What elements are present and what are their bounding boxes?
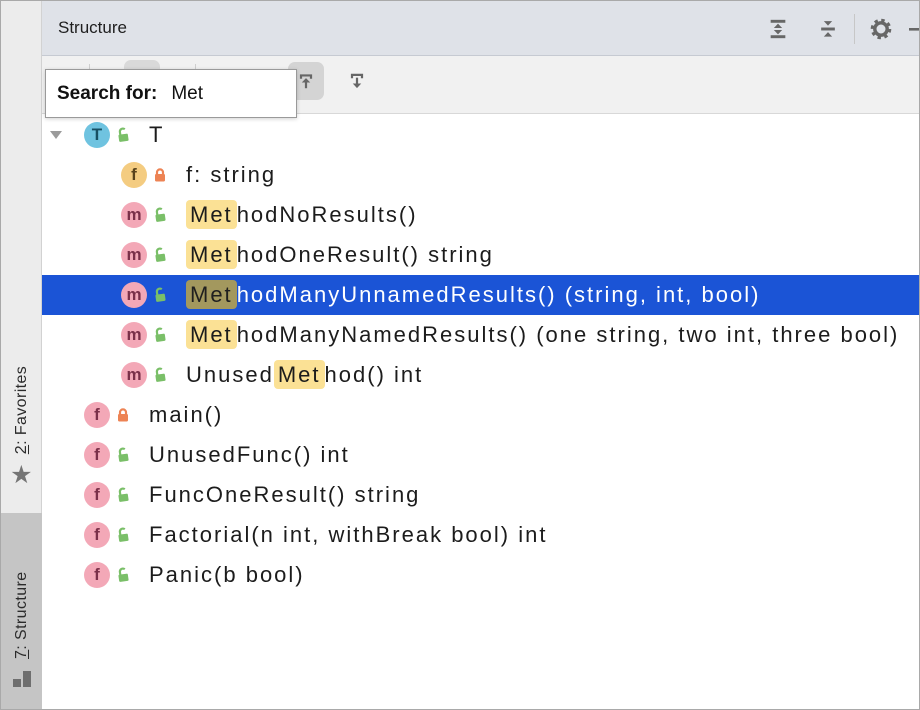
tree-item-label: T bbox=[149, 122, 165, 147]
method-icon: m bbox=[121, 282, 147, 308]
function-icon: f bbox=[84, 402, 110, 428]
expand-all-button[interactable] bbox=[764, 15, 792, 43]
method-icon: m bbox=[121, 242, 147, 268]
tree-row[interactable]: f UnusedFunc() int bbox=[42, 435, 919, 475]
search-match-highlight: Met bbox=[186, 200, 237, 229]
expand-toggle-icon[interactable] bbox=[47, 126, 84, 144]
structure-icon bbox=[11, 669, 33, 691]
public-open-lock-icon bbox=[114, 446, 132, 464]
header-actions bbox=[764, 1, 919, 56]
private-closed-lock-icon bbox=[114, 406, 132, 424]
search-match-highlight: Met bbox=[186, 240, 237, 269]
speed-search-popup[interactable]: Search for: Met bbox=[45, 69, 297, 118]
tree-row[interactable]: f Factorial(n int, withBreak bool) int bbox=[42, 515, 919, 555]
field-icon: f bbox=[121, 162, 147, 188]
tree-item-label: Factorial(n int, withBreak bool) int bbox=[149, 522, 548, 547]
panel-title: Structure bbox=[58, 18, 127, 37]
hide-button[interactable] bbox=[905, 15, 919, 43]
next-occurrence-button[interactable] bbox=[339, 62, 375, 100]
public-open-lock-icon bbox=[114, 126, 132, 144]
method-icon: m bbox=[121, 322, 147, 348]
tree-item-label: main() bbox=[149, 402, 224, 427]
settings-button[interactable] bbox=[867, 15, 895, 43]
public-open-lock-icon bbox=[114, 566, 132, 584]
arrow-down-bar-icon bbox=[350, 73, 364, 89]
arrow-up-bar-icon bbox=[299, 74, 313, 89]
stripe-button-structure[interactable]: 7: Structure bbox=[1, 513, 42, 709]
function-icon: f bbox=[84, 522, 110, 548]
tree-row[interactable]: f main() bbox=[42, 395, 919, 435]
search-for-label: Search for: bbox=[57, 82, 158, 104]
minimize-dash-icon bbox=[909, 27, 919, 31]
type-icon: T bbox=[84, 122, 110, 148]
collapse-all-button[interactable] bbox=[814, 15, 842, 43]
stripe-button-favorites[interactable]: ★ 2: Favorites bbox=[1, 301, 42, 513]
public-open-lock-icon bbox=[151, 206, 169, 224]
public-open-lock-icon bbox=[151, 246, 169, 264]
search-query-text: Met bbox=[171, 82, 203, 104]
header-separator bbox=[854, 13, 855, 44]
public-open-lock-icon bbox=[151, 366, 169, 384]
function-icon: f bbox=[84, 442, 110, 468]
structure-panel: Structure bbox=[42, 1, 919, 709]
expand-all-icon bbox=[770, 19, 786, 38]
private-closed-lock-icon bbox=[151, 166, 169, 184]
search-match-highlight: Met bbox=[186, 320, 237, 349]
public-open-lock-icon bbox=[151, 286, 169, 304]
tree-item-label: Panic(b bool) bbox=[149, 562, 305, 587]
stripe-structure-label: 7: Structure bbox=[12, 571, 30, 659]
function-icon: f bbox=[84, 562, 110, 588]
stripe-favorites-label: 2: Favorites bbox=[12, 365, 30, 455]
search-match-highlight: Met bbox=[273, 360, 325, 389]
public-open-lock-icon bbox=[114, 486, 132, 504]
tree-item-label: FuncOneResult() string bbox=[149, 482, 421, 507]
tool-window-header: Structure bbox=[42, 1, 919, 56]
tree-item-label: f: string bbox=[186, 162, 277, 187]
function-icon: f bbox=[84, 482, 110, 508]
tree-row[interactable]: f f: string bbox=[42, 155, 919, 195]
tree-row[interactable]: f FuncOneResult() string bbox=[42, 475, 919, 515]
gear-icon bbox=[870, 18, 892, 39]
public-open-lock-icon bbox=[114, 526, 132, 544]
method-icon: m bbox=[121, 202, 147, 228]
collapse-all-icon bbox=[821, 20, 835, 37]
search-match-highlight: Met bbox=[186, 280, 237, 309]
public-open-lock-icon bbox=[151, 326, 169, 344]
favorites-star-icon: ★ bbox=[10, 461, 33, 490]
tree-row[interactable]: f Panic(b bool) bbox=[42, 555, 919, 595]
tree-item-label: UnusedFunc() int bbox=[149, 442, 350, 467]
tool-window-stripe: ★ 2: Favorites 7: Structure bbox=[1, 1, 42, 709]
method-icon: m bbox=[121, 362, 147, 388]
expanded-triangle-icon bbox=[50, 131, 62, 139]
